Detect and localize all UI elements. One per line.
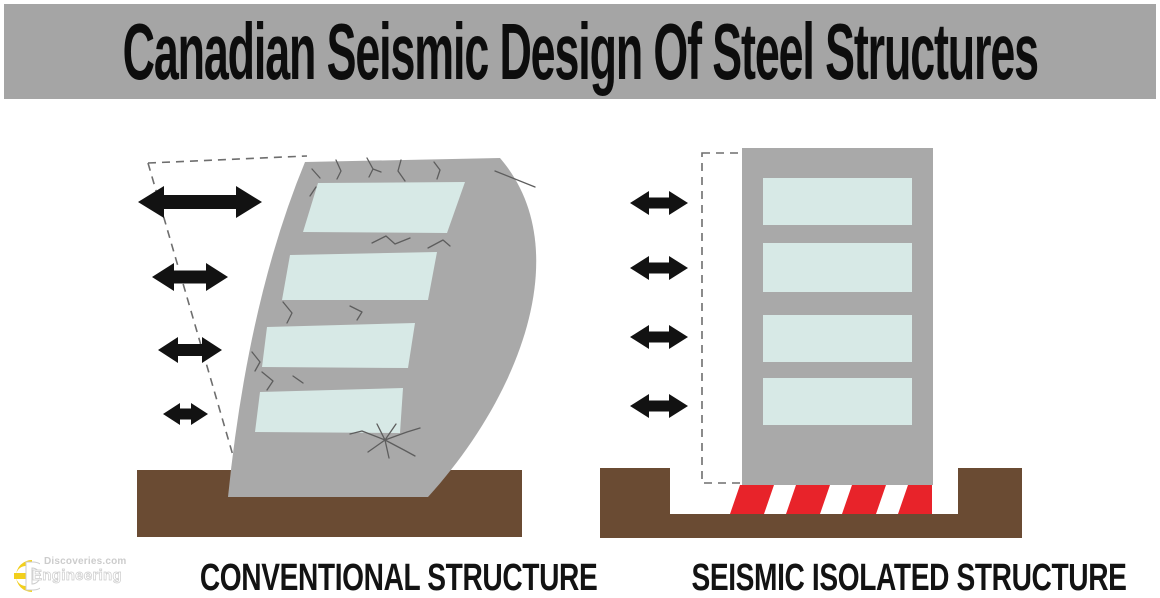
seismic-isolated-figure: [600, 148, 1022, 538]
window: [282, 252, 437, 300]
watermark-logo: Discoveries.com Engineering: [2, 554, 152, 596]
double-arrow-icon: [630, 256, 688, 280]
title-banner: Canadian Seismic Design Of Steel Structu…: [4, 4, 1156, 99]
double-arrow-icon: [152, 263, 228, 291]
isolated-building: [742, 148, 933, 485]
building-windows: [763, 178, 912, 425]
window: [763, 243, 912, 292]
window: [262, 323, 415, 368]
caption-conventional-text: CONVENTIONAL STRUCTURE: [199, 557, 598, 598]
ground-right: [600, 468, 1022, 538]
seismic-force-arrows-right: [630, 191, 688, 418]
double-arrow-icon: [138, 186, 262, 218]
double-arrow-icon: [163, 403, 208, 425]
displacement-outline-dashed: [701, 152, 746, 484]
watermark-engineering-text: Engineering: [32, 567, 122, 585]
conventional-structure-figure: [137, 155, 537, 537]
caption-isolated: SEISMIC ISOLATED STRUCTURE: [615, 559, 1126, 597]
seismic-force-arrows-left: [138, 186, 262, 425]
crack-lines: [251, 157, 536, 459]
isolator-stripes: [730, 485, 932, 514]
window: [303, 182, 465, 233]
ed-logo-icon: [14, 560, 40, 592]
caption-conventional: CONVENTIONAL STRUCTURE: [130, 559, 598, 597]
window: [763, 315, 912, 362]
window: [255, 388, 403, 433]
caption-isolated-text: SEISMIC ISOLATED STRUCTURE: [691, 557, 1127, 598]
double-arrow-icon: [158, 337, 222, 363]
dashed-top-line: [147, 155, 308, 164]
double-arrow-icon: [630, 394, 688, 418]
base-isolator-pad: [728, 485, 932, 514]
red-stripe: [898, 485, 932, 514]
watermark-discoveries-text: Discoveries.com: [44, 556, 127, 567]
red-stripe: [786, 485, 830, 514]
window: [763, 378, 912, 425]
deformed-building: [228, 157, 537, 497]
building-windows: [255, 182, 465, 433]
double-arrow-icon: [630, 325, 688, 349]
page-title: Canadian Seismic Design Of Steel Structu…: [122, 6, 1038, 96]
double-arrow-icon: [630, 191, 688, 215]
red-stripe: [730, 485, 774, 514]
red-stripe: [842, 485, 886, 514]
window: [763, 178, 912, 225]
